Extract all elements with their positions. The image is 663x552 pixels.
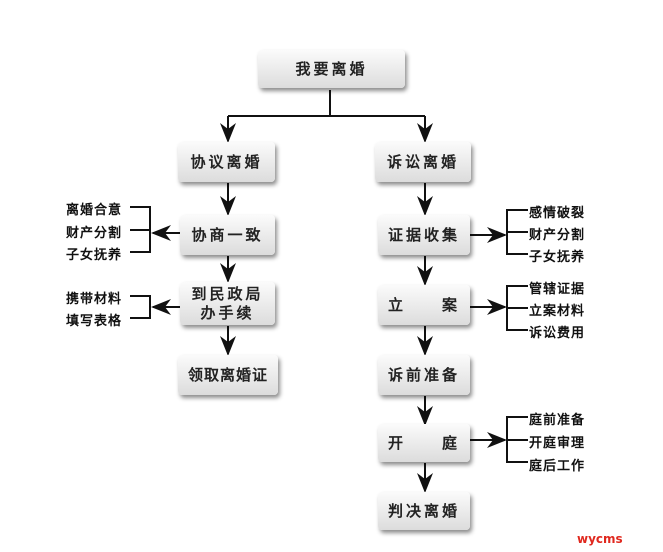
list-item: 财产分割 [66,226,123,241]
list-item: 开庭审理 [529,436,586,451]
watermark: wycms [577,532,623,546]
list-item: 财产分割 [529,228,586,243]
list-item: 子女抚养 [529,250,586,265]
list-item: 立案材料 [529,304,586,319]
list-item: 携带材料 [66,292,123,307]
list-item: 诉讼费用 [529,326,586,341]
list-item: 管辖证据 [529,282,586,297]
left-step-certificate: 领取离婚证 [178,355,278,395]
right-step-judgment: 判决离婚 [378,492,470,530]
right-step-evidence: 证据收集 [378,215,470,255]
list-item: 子女抚养 [66,248,123,263]
list-item: 填写表格 [66,314,123,329]
right-step-trial: 开 庭 [378,424,470,462]
right-branch-box: 诉讼离婚 [375,142,471,182]
list-item: 庭后工作 [529,459,586,474]
right-step-filing: 立 案 [378,285,470,325]
list-item: 庭前准备 [529,413,586,428]
left-step-negotiate: 协商一致 [180,215,275,255]
left-branch-box: 协议离婚 [178,142,275,182]
left-step-civil-affairs: 到民政局 办手续 [180,282,275,325]
list-item: 感情破裂 [529,206,586,221]
list-item: 离婚合意 [66,203,123,218]
root-box: 我要离婚 [258,50,405,88]
right-step-pretrial: 诉前准备 [378,355,470,395]
